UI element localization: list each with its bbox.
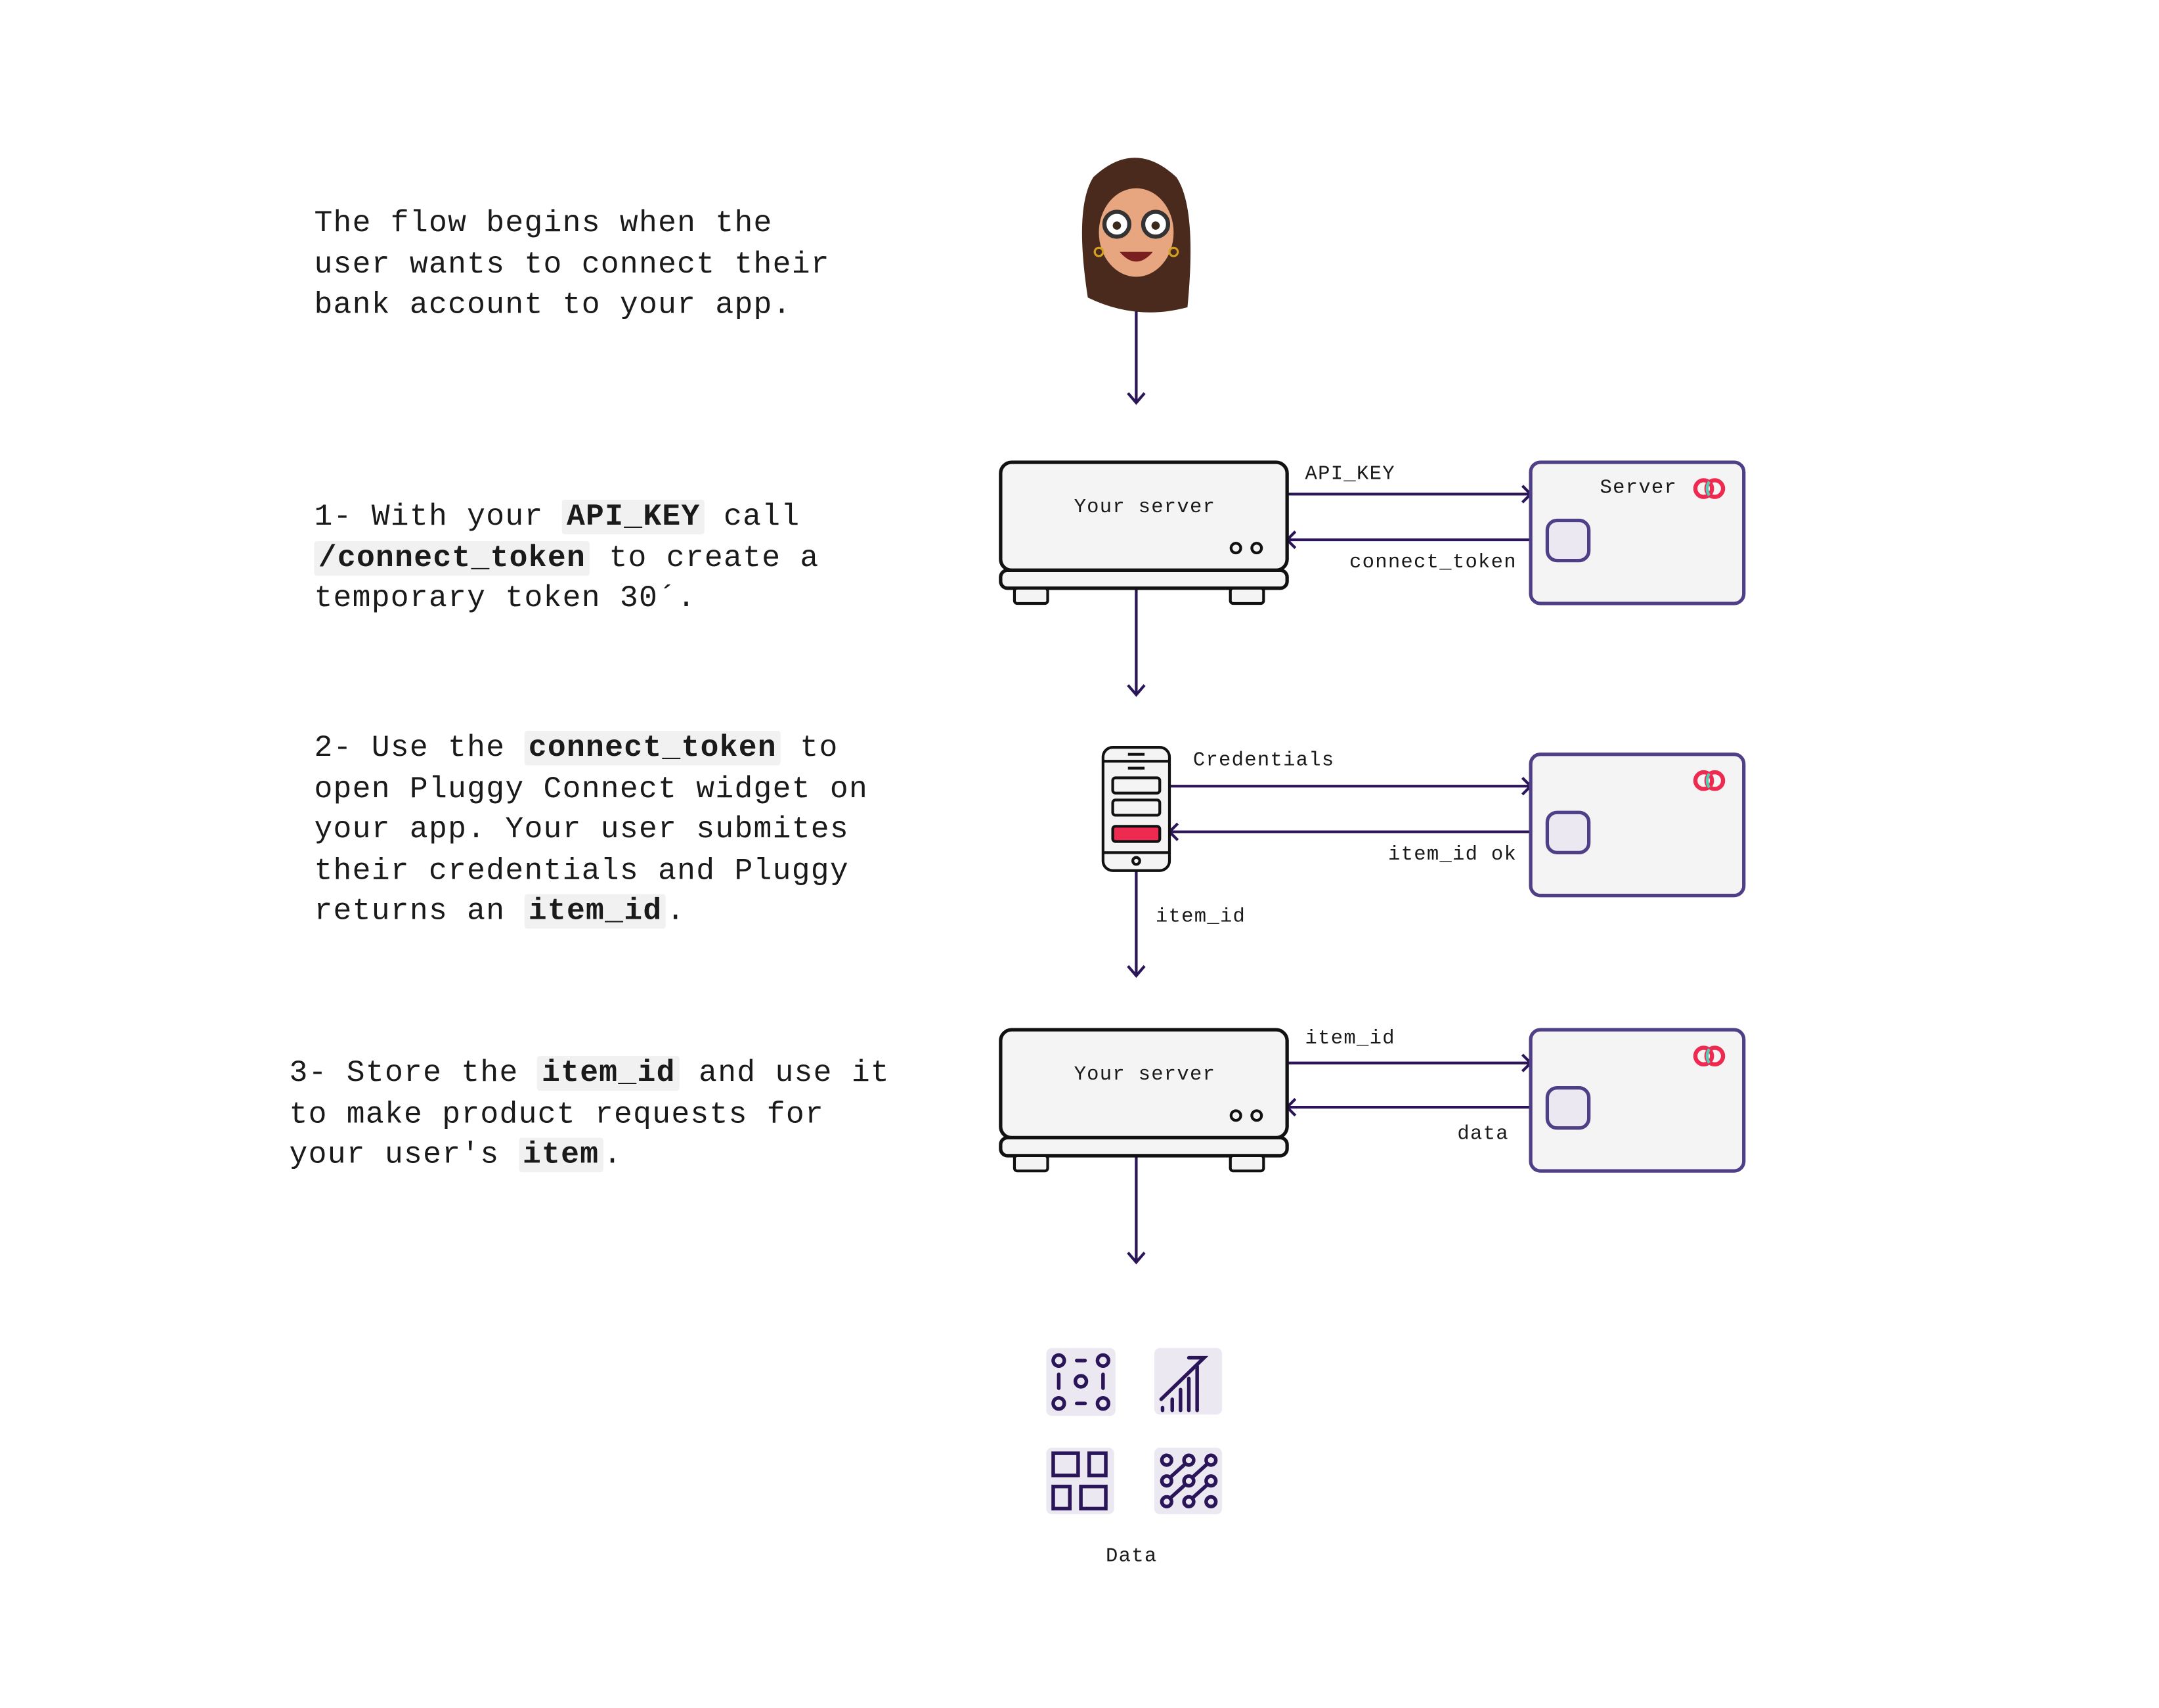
- item-id-ok-label: item_id ok: [1388, 844, 1517, 867]
- step-3-text: 3- Store the item_id and use it to make …: [289, 1056, 890, 1173]
- step-1-text: 1- With your API_KEY call /connect_token…: [314, 499, 819, 617]
- growth-chart-icon: [1154, 1347, 1223, 1415]
- your-server-label: Your server: [1074, 1064, 1216, 1087]
- data-response-label: data: [1457, 1124, 1509, 1147]
- data-icons: [1046, 1347, 1223, 1514]
- step-2-text: 2- Use the connect_token to open Pluggy …: [314, 730, 869, 930]
- api-key-label: API_KEY: [1305, 464, 1395, 486]
- intro-text: The flow begins when the user wants to c…: [314, 206, 830, 323]
- item-id-request-label: item_id: [1305, 1028, 1395, 1051]
- pluggy-server-box: [1531, 1030, 1744, 1171]
- user-avatar-icon: [1081, 158, 1191, 313]
- nodes-icon: [1046, 1347, 1116, 1416]
- credentials-label: Credentials: [1192, 750, 1335, 773]
- server-label: Server: [1600, 477, 1678, 500]
- item-id-label: item_id: [1155, 906, 1246, 929]
- your-server-label: Your server: [1074, 496, 1216, 519]
- pluggy-server-box: [1531, 755, 1744, 896]
- your-server-icon: [1001, 1030, 1287, 1171]
- connect-token-label: connect_token: [1349, 552, 1517, 575]
- phone-icon: [1101, 746, 1171, 872]
- network-icon: [1154, 1447, 1223, 1514]
- your-server-icon: [1001, 462, 1287, 603]
- layout-grid-icon: [1046, 1447, 1114, 1514]
- data-label: Data: [1106, 1546, 1158, 1569]
